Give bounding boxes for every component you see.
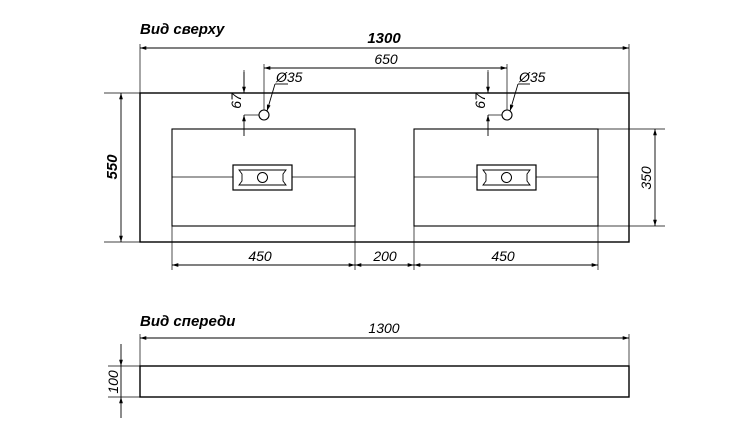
dim-basin-widths: 450 200 450 — [171, 226, 599, 270]
dim-label-350: 350 — [638, 166, 654, 190]
dim-label-200: 200 — [372, 248, 397, 264]
dim-label-diameter-right: Ø35 — [518, 69, 546, 85]
dim-overall-width-top: 1300 — [139, 30, 630, 93]
dim-label-diameter-left: Ø35 — [275, 69, 303, 85]
dim-thickness: 100 — [105, 344, 140, 418]
right-basin-outline — [413, 128, 599, 227]
dim-basin-depth: 350 — [598, 128, 665, 227]
dim-label-450-right: 450 — [491, 248, 515, 264]
top-view-title: Вид сверху — [140, 21, 225, 38]
dim-depth: 550 — [104, 92, 140, 243]
dim-tap-spacing: 650 — [263, 51, 508, 110]
dim-overall-width-front: 1300 — [139, 320, 630, 366]
dim-label-67-left: 67 — [228, 92, 244, 109]
left-basin — [171, 128, 356, 227]
right-basin — [413, 128, 599, 227]
dim-label-67-right: 67 — [472, 92, 488, 109]
dim-right-hole: 67 Ø35 — [472, 69, 546, 136]
countertop-top-outline — [139, 92, 630, 243]
dim-label-650: 650 — [374, 51, 398, 67]
countertop-front-outline — [139, 365, 630, 398]
dim-label-550: 550 — [104, 154, 121, 180]
front-view-title: Вид спереди — [140, 313, 235, 330]
dim-label-1300-front: 1300 — [368, 320, 399, 336]
dim-left-hole: 67 Ø35 — [228, 69, 303, 136]
dim-label-1300-top: 1300 — [367, 30, 401, 47]
right-drain — [476, 164, 537, 191]
left-tap-hole — [258, 109, 270, 121]
left-basin-outline — [171, 128, 356, 227]
right-tap-hole — [501, 109, 513, 121]
dim-label-100: 100 — [105, 370, 121, 394]
dim-label-450-left: 450 — [248, 248, 272, 264]
left-drain — [232, 164, 293, 191]
